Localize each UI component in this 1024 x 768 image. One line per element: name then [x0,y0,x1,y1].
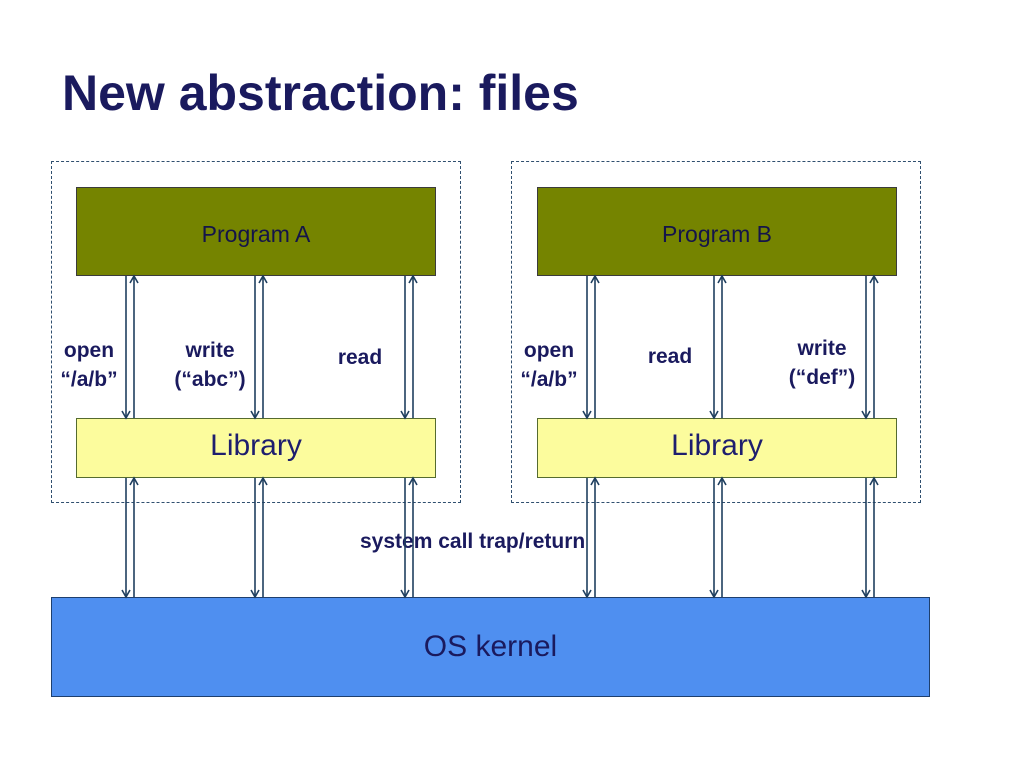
arrow-syscall-1-up-arrowhead [129,476,139,486]
library-b-label: Library [671,429,763,462]
os-kernel-box: OS kernel [51,597,930,697]
call-open-a-label: open “/a/b” [60,339,118,392]
process-a-frame [51,161,461,503]
arrow-syscall-5-up-arrowhead [717,476,727,486]
arrow-syscall-3-down-arrowhead [400,589,410,599]
arrow-syscall-2-down-arrowhead [250,589,260,599]
arrow-a-open-up-arrowhead [129,274,139,284]
library-a-label: Library [210,429,302,462]
arrow-b-read-up-arrowhead [717,274,727,284]
arrow-syscall-6-up-arrowhead [869,476,879,486]
process-b-frame [511,161,921,503]
arrow-a-read-up-arrowhead [408,274,418,284]
arrow-syscall-5-down-arrowhead [709,589,719,599]
program-b-box: Program B [537,187,897,276]
arrow-syscall-1-down-arrowhead [121,589,131,599]
arrow-syscall-3-up-arrowhead [408,476,418,486]
arrow-a-open-down-arrowhead [121,410,131,420]
call-open-b-label: open “/a/b” [520,339,578,392]
arrow-syscall-4-down-arrowhead [582,589,592,599]
arrow-b-open-up-arrowhead [590,274,600,284]
call-read-a-label: read [337,346,383,369]
call-write-b-label: write (“def”) [788,337,856,390]
arrow-a-write-down-arrowhead [250,410,260,420]
call-read-b-label: read [647,345,693,368]
call-write-a-label: write (“abc”) [174,339,246,392]
arrow-syscall-4-up-arrowhead [590,476,600,486]
slide-title: New abstraction: files [62,65,579,121]
arrow-a-read-down-arrowhead [400,410,410,420]
arrow-syscall-2-up-arrowhead [258,476,268,486]
library-a-box: Library [76,418,436,478]
arrow-b-write-up-arrowhead [869,274,879,284]
arrow-b-open-down-arrowhead [582,410,592,420]
syscall-label: system call trap/return [360,530,586,553]
arrow-b-write-down-arrowhead [861,410,871,420]
arrow-a-write-up-arrowhead [258,274,268,284]
arrow-syscall-6-down-arrowhead [861,589,871,599]
program-b-label: Program B [662,221,772,247]
arrow-b-read-down-arrowhead [709,410,719,420]
library-b-box: Library [537,418,897,478]
os-kernel-label: OS kernel [423,630,558,663]
program-a-label: Program A [201,221,311,247]
program-a-box: Program A [76,187,436,276]
